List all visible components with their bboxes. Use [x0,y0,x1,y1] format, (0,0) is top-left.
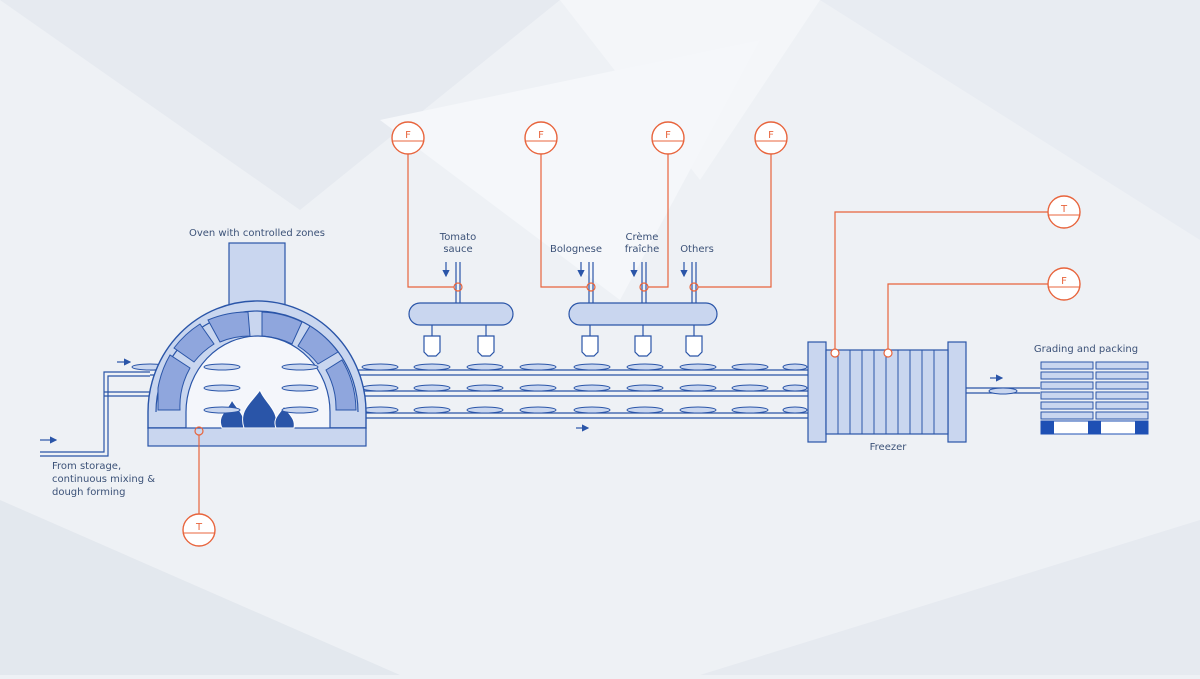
creme-label-2: fraîche [625,243,660,255]
others-label: Others [680,244,714,255]
creme-label-1: Crème [626,231,659,243]
oven-label: Oven with controlled zones [189,228,325,239]
flow-symbol: F [538,130,544,141]
flow-sensor-others: F [689,121,788,292]
from-storage-label-3: dough forming [52,487,125,498]
bolognese-label: Bolognese [550,244,602,255]
from-storage-label-1: From storage, [52,461,121,472]
pizzas [131,363,1018,414]
flow-sensor-bolognese: F [524,121,596,292]
pallet-stack [1040,361,1149,435]
flame-icon [219,388,295,429]
oven-pizzas [203,363,319,414]
oven [147,242,367,447]
temperature-symbol: T [1060,204,1068,215]
freezer-temperature-sensor: T [830,195,1081,358]
oven-bricks [157,311,357,411]
dispenser-right [568,262,718,357]
dispenser-left [408,262,514,357]
freezer [807,341,967,443]
tomato-label-1: Tomato [439,232,476,243]
oven-temperature-sensor: T [182,426,216,547]
temperature-symbol: T [195,522,203,533]
grading-label: Grading and packing [1034,344,1138,355]
freezer-label: Freezer [870,442,908,453]
from-storage-label-2: continuous mixing & [52,474,155,485]
flow-sensor-creme: F [639,121,685,292]
freezer-flow-sensor: F [883,267,1081,358]
tomato-label-2: sauce [443,244,472,255]
flow-symbol: F [405,130,411,141]
flow-symbol: F [665,130,671,141]
feed-line [40,358,150,457]
flow-symbol: F [768,130,774,141]
flow-symbol: F [1061,276,1067,287]
flow-sensor-tomato: F [391,121,463,292]
